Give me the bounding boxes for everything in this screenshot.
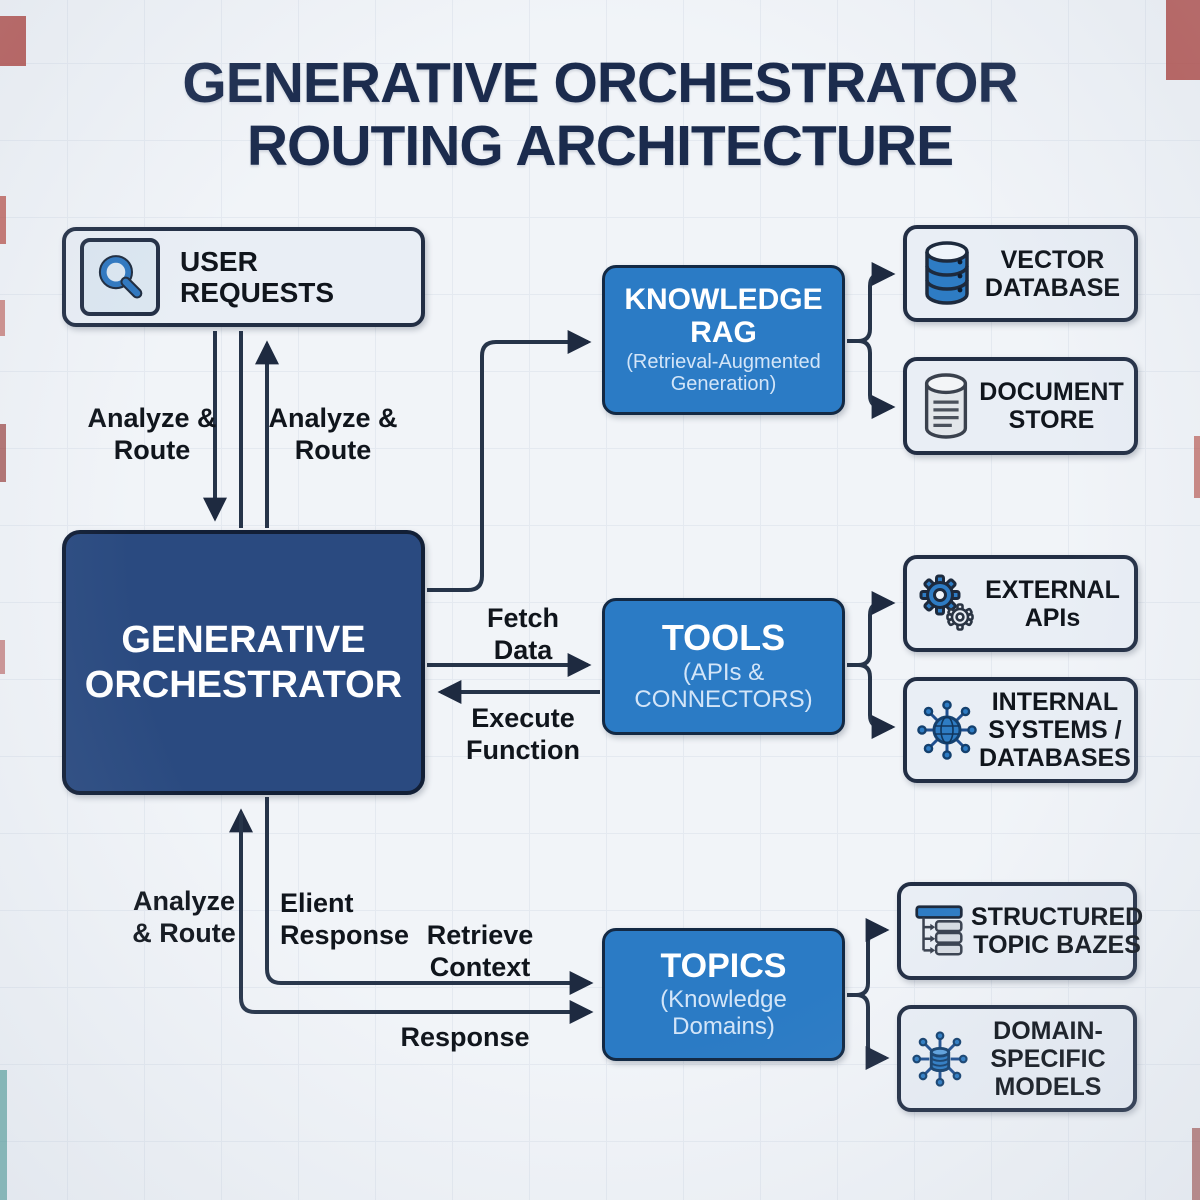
node-generative-orchestrator: GENERATIVE ORCHESTRATOR xyxy=(62,530,425,795)
node-vector-database: VECTOR DATABASE xyxy=(903,225,1138,322)
label-execute-function: Execute Function xyxy=(466,703,580,765)
search-icon-frame xyxy=(80,238,160,316)
edge-artifact xyxy=(0,300,5,336)
label-retrieve-context: Retrieve Context xyxy=(426,920,534,982)
knowledge-rag-title: KNOWLEDGE RAG xyxy=(624,283,823,349)
node-external-apis: EXTERNAL APIs xyxy=(903,555,1138,652)
search-icon xyxy=(98,255,143,299)
orchestrator-label: GENERATIVE ORCHESTRATOR xyxy=(84,618,403,706)
vector-database-label: VECTOR DATABASE xyxy=(984,245,1121,302)
node-knowledge-rag: KNOWLEDGE RAG (Retrieval-Augmented Gener… xyxy=(602,265,845,415)
edge-artifact xyxy=(0,424,6,482)
node-tools: TOOLS (APIs & CONNECTORS) xyxy=(602,598,845,735)
tools-title: TOOLS xyxy=(661,617,786,659)
label-analyze-route-down: Analyze & Route xyxy=(87,403,217,465)
node-document-store: DOCUMENT STORE xyxy=(903,357,1138,455)
external-apis-label: EXTERNAL APIs xyxy=(985,575,1120,632)
edge-tools-to-internal-systems xyxy=(847,663,896,739)
topics-subtitle: (Knowledge Domains) xyxy=(660,985,787,1040)
label-elient-response: Elient Response xyxy=(280,888,410,950)
structured-tree-icon xyxy=(915,905,963,956)
gears-icon xyxy=(919,574,974,631)
edge-artifact xyxy=(0,640,5,674)
knowledge-rag-subtitle: (Retrieval-Augmented Generation) xyxy=(626,351,821,396)
network-globe-icon xyxy=(917,700,977,760)
edge-tools-to-external-apis xyxy=(847,591,896,667)
page-title: GENERATIVE ORCHESTRATOR ROUTING ARCHITEC… xyxy=(182,51,1018,178)
structured-topic-bazes-label: STRUCTURED TOPIC BAZES xyxy=(971,903,1144,959)
database-icon xyxy=(925,240,969,305)
edge-rag-to-vector-db xyxy=(847,262,896,343)
model-hub-icon xyxy=(912,1030,968,1087)
topics-title: TOPICS xyxy=(660,947,787,986)
edge-artifact xyxy=(0,196,6,244)
document-cylinder-icon xyxy=(924,373,968,439)
user-requests-label: USER REQUESTS xyxy=(180,245,335,308)
edge-artifact xyxy=(1194,436,1200,498)
edge-artifact xyxy=(1192,1128,1200,1200)
node-topics: TOPICS (Knowledge Domains) xyxy=(602,928,845,1061)
edge-artifact xyxy=(0,1070,7,1200)
domain-specific-models-label: DOMAIN- SPECIFIC MODELS xyxy=(990,1016,1106,1101)
edge-orchestrator-to-rag xyxy=(427,330,592,592)
edge-rag-to-doc-store xyxy=(847,339,896,419)
document-store-label: DOCUMENT STORE xyxy=(979,378,1124,434)
node-user-requests: USER REQUESTS xyxy=(62,227,425,327)
tools-subtitle: (APIs & CONNECTORS) xyxy=(634,659,813,713)
label-analyze-route-up: Analyze & Route xyxy=(268,403,398,465)
node-domain-specific-models: DOMAIN- SPECIFIC MODELS xyxy=(897,1005,1137,1112)
edge-topics-to-structured xyxy=(847,918,890,997)
internal-systems-label: INTERNAL SYSTEMS / DATABASES xyxy=(979,688,1131,772)
edge-topics-to-domain-models xyxy=(847,993,890,1070)
label-response: Response xyxy=(400,1022,530,1052)
node-structured-topic-bazes: STRUCTURED TOPIC BAZES xyxy=(897,882,1143,980)
label-analyze-route-bottom: Analyze & Route xyxy=(132,886,236,948)
node-internal-systems: INTERNAL SYSTEMS / DATABASES xyxy=(903,677,1138,783)
label-fetch-data: Fetch Data xyxy=(486,603,559,665)
